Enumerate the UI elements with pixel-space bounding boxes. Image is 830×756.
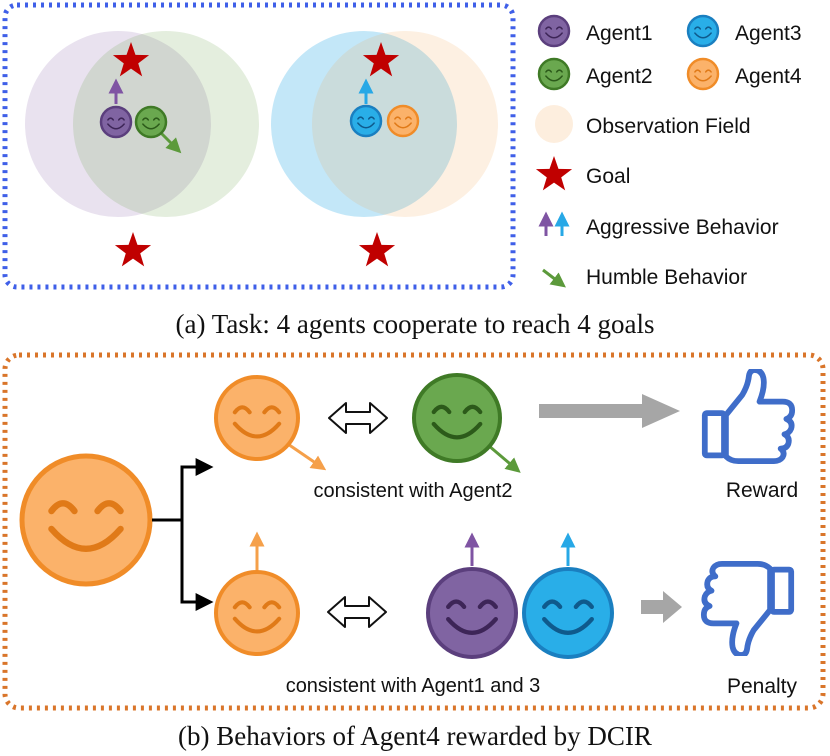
legend-agent2-label: Agent2 bbox=[586, 65, 653, 88]
goal-star-icon bbox=[535, 156, 573, 191]
panel-a-border bbox=[2, 2, 516, 290]
double-arrow-icon bbox=[327, 596, 387, 628]
agent1-smiley-icon bbox=[99, 105, 133, 139]
agent2-smiley-icon bbox=[412, 373, 502, 463]
label-reward: Reward bbox=[726, 479, 798, 502]
legend-aggressive-label: Aggressive Behavior bbox=[586, 216, 779, 239]
branch-connector bbox=[152, 458, 214, 611]
legend-humble-label: Humble Behavior bbox=[586, 266, 747, 289]
agent1-smiley-icon bbox=[426, 567, 518, 659]
thumbs-up-icon bbox=[705, 370, 792, 461]
legend-humble: Humble Behavior bbox=[542, 266, 747, 289]
big-arrow-to-reward bbox=[539, 394, 680, 428]
legend: Agent1 Agent3 Agent2 Agent4 Observation … bbox=[535, 14, 802, 289]
caption-b: (b) Behaviors of Agent4 rewarded by DCIR bbox=[178, 721, 652, 751]
legend-observation-field: Observation Field bbox=[535, 105, 751, 143]
goal-star-icon bbox=[358, 232, 396, 267]
legend-agent4-label: Agent4 bbox=[735, 65, 802, 88]
legend-agent3: Agent3 bbox=[686, 14, 802, 48]
legend-agent3-label: Agent3 bbox=[735, 22, 802, 45]
agent2-smiley-icon bbox=[134, 105, 168, 139]
legend-goal: Goal bbox=[535, 156, 630, 191]
humble-arrow-agent2 bbox=[159, 131, 182, 154]
agent4-large-smiley-icon bbox=[19, 453, 153, 587]
legend-agent4: Agent4 bbox=[686, 57, 802, 91]
legend-aggressive: Aggressive Behavior bbox=[538, 211, 779, 239]
agent3-smiley-icon bbox=[522, 567, 614, 659]
legend-agent1: Agent1 bbox=[537, 14, 653, 48]
panel-b-border bbox=[2, 352, 826, 711]
caption-a: (a) Task: 4 agents cooperate to reach 4 … bbox=[176, 309, 655, 339]
legend-agent2: Agent2 bbox=[537, 57, 653, 91]
goal-star-icon bbox=[114, 232, 152, 267]
label-consistent-agent1-3: consistent with Agent1 and 3 bbox=[286, 675, 541, 697]
agent4-smiley-icon bbox=[386, 104, 420, 138]
label-consistent-agent2: consistent with Agent2 bbox=[313, 480, 512, 502]
agent3-smiley-icon bbox=[349, 104, 383, 138]
agent4-smiley-icon bbox=[214, 375, 300, 461]
big-arrow-to-penalty bbox=[641, 591, 682, 623]
legend-goal-label: Goal bbox=[586, 165, 630, 188]
legend-agent1-label: Agent1 bbox=[586, 22, 653, 45]
label-penalty: Penalty bbox=[727, 675, 798, 698]
double-arrow-icon bbox=[328, 402, 388, 434]
thumbs-down-icon bbox=[704, 564, 791, 655]
agent4-smiley-icon bbox=[214, 570, 300, 656]
humble-arrow-icon bbox=[542, 268, 566, 288]
legend-observation-field-label: Observation Field bbox=[586, 115, 751, 138]
